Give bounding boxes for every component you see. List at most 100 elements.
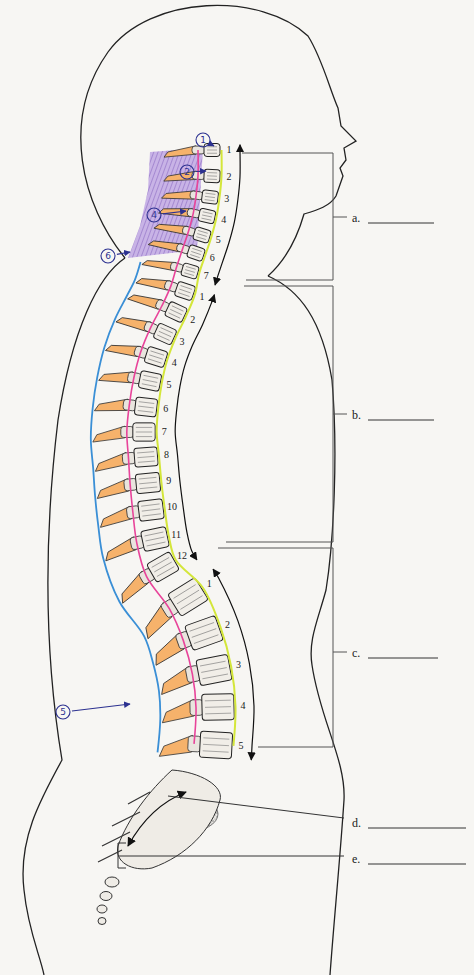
bone-texture (152, 557, 175, 576)
callout-arrow (211, 144, 214, 146)
vertebral-body (133, 423, 155, 441)
callout-number: 5 (55, 704, 71, 717)
spinous-process (161, 187, 194, 202)
vertebra (94, 447, 158, 472)
vertebrae (93, 144, 235, 761)
callout-number: 2 (179, 164, 195, 177)
spinous-process (142, 254, 176, 274)
region-arrow (215, 145, 240, 285)
vertebra (94, 392, 157, 418)
vertebra-number: 1 (227, 145, 232, 155)
bone-texture (200, 661, 228, 679)
vertebra (116, 306, 177, 346)
bone-texture (169, 306, 184, 318)
vertebral-body (135, 472, 161, 494)
vertebral-body (134, 397, 158, 417)
region-arrow (213, 569, 254, 760)
bone-texture (136, 427, 152, 436)
vertebra (148, 232, 205, 263)
bone-texture (148, 351, 164, 363)
back-body-outline (23, 258, 125, 975)
callout-arrow (163, 211, 186, 214)
region-letter: c. (352, 647, 360, 659)
vertebra-number: 2 (225, 620, 230, 630)
bone-texture (137, 452, 155, 463)
answer-line (368, 864, 466, 865)
vertebral-body (199, 731, 232, 759)
vertebra-number: 5 (167, 380, 172, 390)
vertebra-number: 10 (167, 502, 177, 512)
vertebra (93, 423, 155, 442)
callout-arrow (196, 170, 206, 172)
vertebra-number: 3 (236, 660, 241, 670)
vertebral-body (196, 654, 232, 685)
vertebral-body (198, 208, 216, 224)
callout-number: 4 (146, 207, 162, 220)
vertebra-number: 2 (190, 315, 195, 325)
vertebral-body (141, 526, 170, 551)
posterior-line (91, 262, 161, 752)
callout-number: 1 (195, 132, 211, 145)
vertebral-body (204, 144, 220, 157)
callout-circle: 2 (179, 164, 195, 180)
bone-texture (207, 147, 217, 154)
bone-texture (190, 623, 219, 644)
vertebral-body (181, 263, 200, 280)
vertebra-number: 9 (166, 476, 171, 486)
anterior-line (157, 150, 236, 746)
vertebra-number: 3 (224, 194, 229, 204)
vertebra (99, 363, 162, 393)
bracket (242, 153, 333, 280)
spinous-process (148, 234, 182, 255)
bone-texture (178, 286, 192, 297)
answer-line (368, 223, 434, 224)
vertebral-body (168, 578, 209, 617)
bone-texture (184, 266, 195, 275)
callout-circle: 5 (55, 704, 71, 720)
vertebral-body (192, 226, 211, 243)
sacral-crest (98, 792, 150, 862)
vertebra-number: 6 (163, 404, 168, 414)
coccyx (98, 918, 106, 925)
bracket-tick (333, 217, 347, 218)
vertebra-number: 1 (200, 292, 205, 302)
bone-texture (142, 375, 158, 386)
coccyx (100, 892, 112, 901)
spinous-process (136, 271, 171, 294)
vertebra-number: 4 (172, 358, 177, 368)
sacrum (117, 770, 220, 869)
bone-texture (207, 173, 217, 180)
vertebra-number: 7 (204, 271, 209, 281)
coccyx (97, 905, 107, 913)
vertebral-body (202, 694, 235, 721)
spinous-process (93, 426, 125, 442)
bone-texture (141, 504, 161, 516)
neck-shading (128, 148, 203, 258)
vertebra-number: 11 (171, 530, 181, 540)
vertebra-number: 8 (164, 450, 169, 460)
callout-number: 6 (100, 248, 116, 261)
bracket-tick (333, 414, 347, 415)
callout-circle: 4 (146, 207, 162, 223)
callout-circle: 6 (100, 248, 116, 264)
bone-texture (190, 248, 202, 257)
vertebra (159, 729, 232, 760)
callout-circle: 1 (195, 132, 211, 148)
vertebra (162, 694, 235, 723)
region-letter: e. (352, 853, 360, 865)
vertebra (154, 215, 212, 244)
canal-line (127, 150, 198, 744)
vertebra-number: 6 (210, 253, 215, 263)
callout-arrow (72, 704, 130, 711)
vertebra-number: 2 (226, 172, 231, 182)
vertebra-number: 4 (221, 215, 226, 225)
bone-texture (203, 738, 230, 752)
vertebra (159, 200, 217, 225)
callout-arrow (117, 252, 130, 254)
vertebra-number: 3 (180, 337, 185, 347)
spine-lines (72, 144, 254, 760)
vertebra-number: 5 (216, 235, 221, 245)
vertebra-number: 1 (207, 579, 212, 589)
leader-line (168, 796, 344, 818)
vertebra (164, 167, 221, 183)
